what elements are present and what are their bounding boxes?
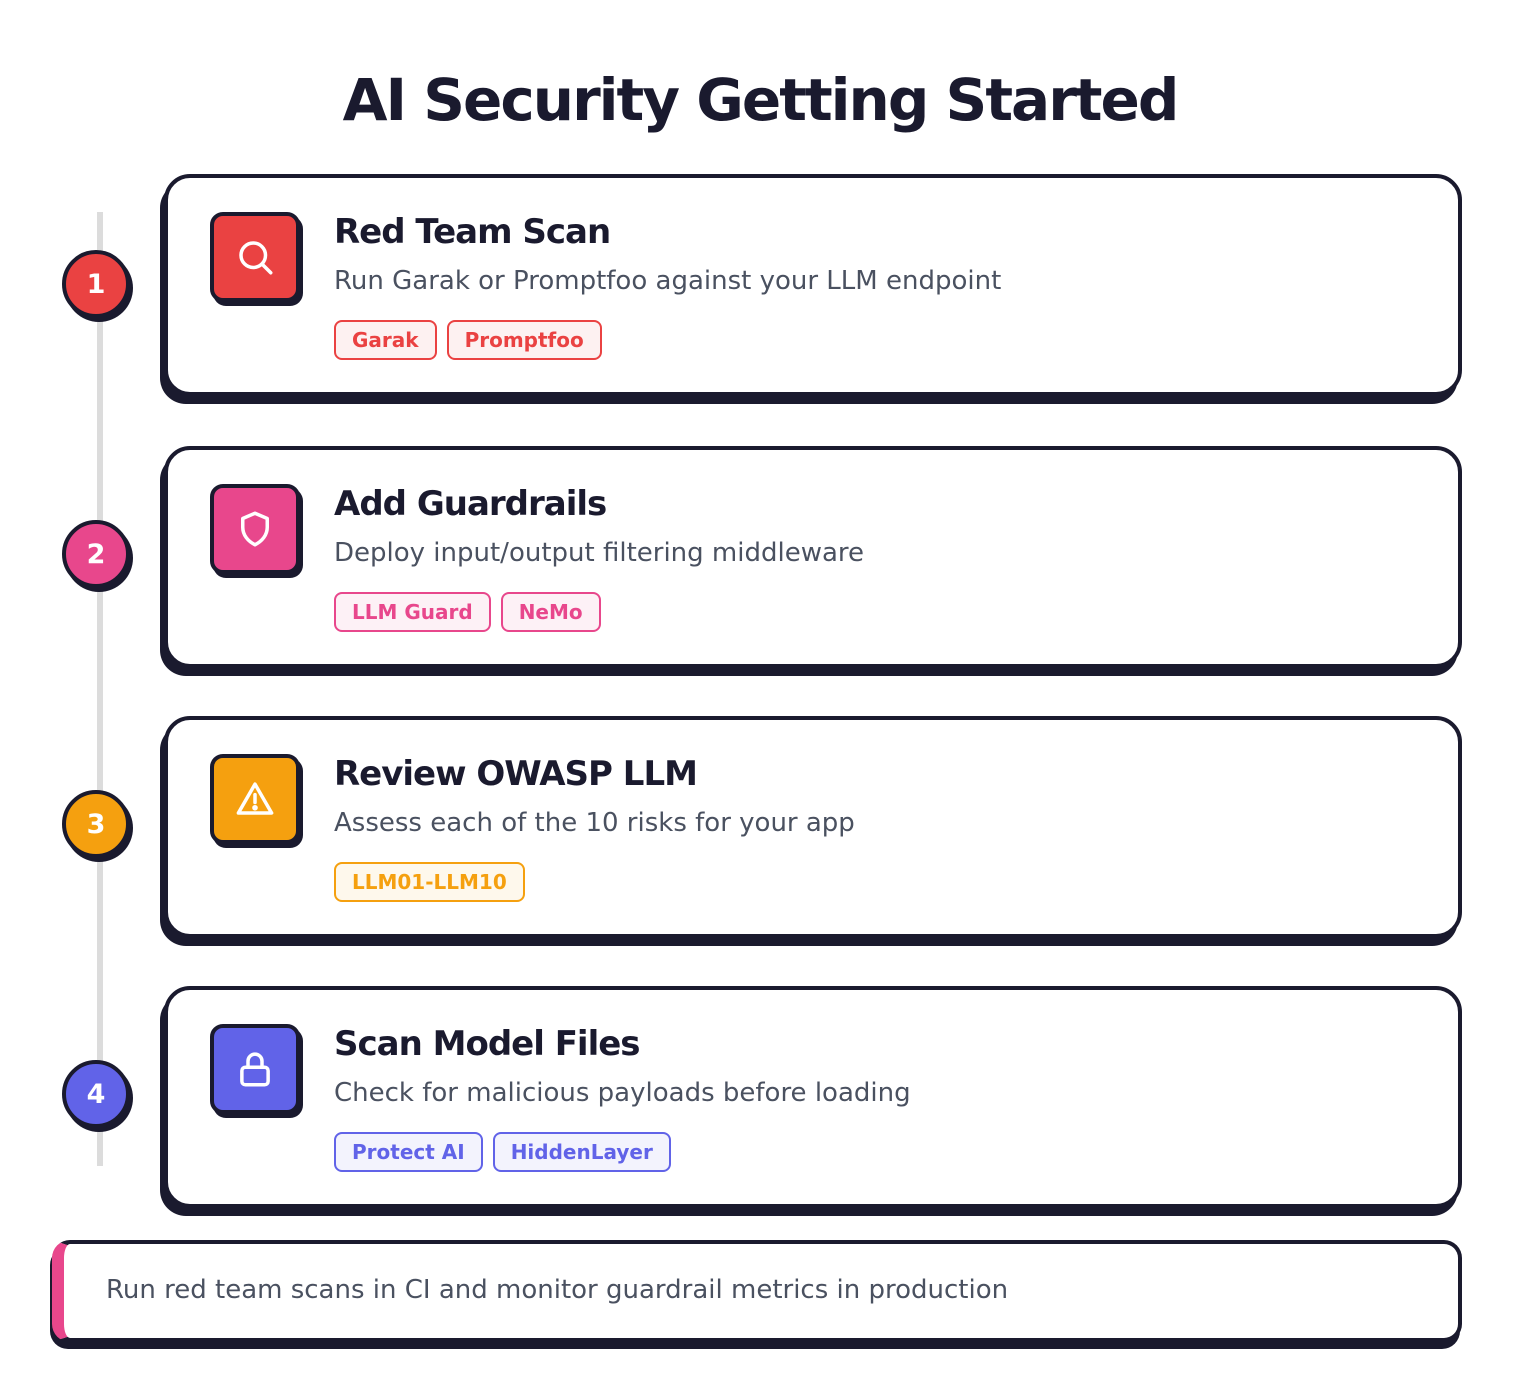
search-icon [210, 212, 300, 302]
step-description: Deploy input/output filtering middleware [334, 538, 865, 568]
tag-nemo: NeMo [500, 592, 601, 632]
tag-list: Protect AI HiddenLayer [334, 1132, 671, 1172]
step-number-badge: 4 [62, 1060, 130, 1128]
tag-garak: Garak [334, 320, 437, 360]
lock-icon [210, 1024, 300, 1114]
step-card-red-team-scan: Red Team Scan Run Garak or Promptfoo aga… [164, 174, 1462, 396]
tag-promptfoo: Promptfoo [446, 320, 602, 360]
step-title: Scan Model Files [334, 1024, 641, 1064]
step-description: Check for malicious payloads before load… [334, 1078, 911, 1108]
step-number-badge: 2 [62, 520, 130, 588]
tag-hiddenlayer: HiddenLayer [492, 1132, 671, 1172]
step-description: Run Garak or Promptfoo against your LLM … [334, 266, 1002, 296]
step-number-badge: 1 [62, 250, 130, 318]
step-card-scan-model-files: Scan Model Files Check for malicious pay… [164, 986, 1462, 1208]
tag-llm-guard: LLM Guard [334, 592, 491, 632]
step-title: Red Team Scan [334, 212, 611, 252]
tag-llm01-llm10: LLM01-LLM10 [334, 862, 525, 902]
tag-list: Garak Promptfoo [334, 320, 602, 360]
shield-icon [210, 484, 300, 574]
timeline-rail [97, 212, 103, 1166]
footer-text: Run red team scans in CI and monitor gua… [106, 1275, 1009, 1305]
step-description: Assess each of the 10 risks for your app [334, 808, 855, 838]
step-card-add-guardrails: Add Guardrails Deploy input/output filte… [164, 446, 1462, 668]
step-title: Add Guardrails [334, 484, 607, 524]
footer-callout: Run red team scans in CI and monitor gua… [52, 1240, 1462, 1342]
step-title: Review OWASP LLM [334, 754, 698, 794]
tag-list: LLM Guard NeMo [334, 592, 601, 632]
step-number-badge: 3 [62, 790, 130, 858]
page-title: AI Security Getting Started [342, 66, 1180, 134]
warning-icon [210, 754, 300, 844]
step-card-review-owasp-llm: Review OWASP LLM Assess each of the 10 r… [164, 716, 1462, 938]
tag-list: LLM01-LLM10 [334, 862, 525, 902]
tag-protect-ai: Protect AI [334, 1132, 483, 1172]
